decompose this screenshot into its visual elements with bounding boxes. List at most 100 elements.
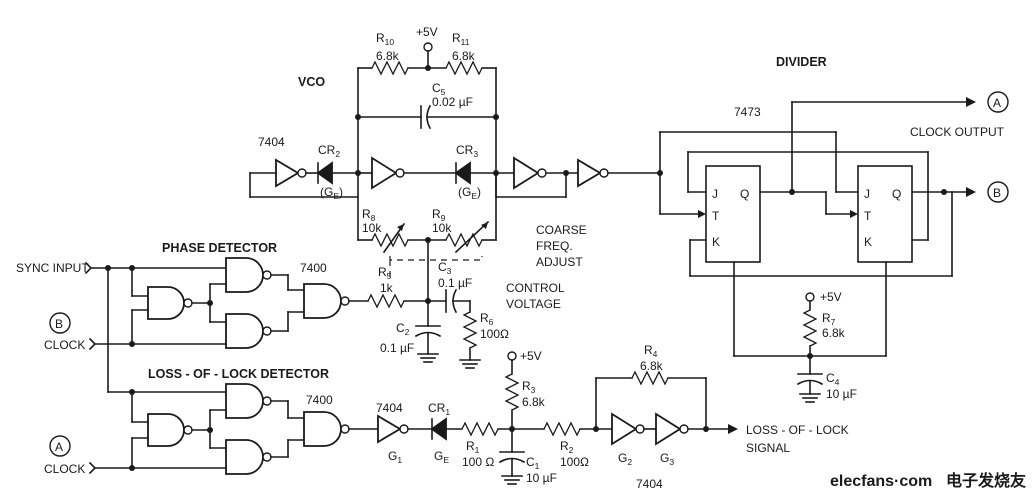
clock-output-label: CLOCK OUTPUT (910, 125, 1005, 139)
ff2-j-pin: J (864, 187, 870, 201)
ff1-j-pin: J (712, 187, 718, 201)
watermark-brand: elecfans·com (830, 473, 932, 490)
clock-a-terminal (88, 461, 97, 475)
r10-resistor (371, 60, 409, 76)
clock-b-label: CLOCK (44, 338, 85, 352)
gang-dashed-link (389, 256, 483, 261)
nand-bubble (183, 298, 193, 308)
lol-nand-gate-bottom (225, 439, 264, 475)
cr1-note: GE (434, 449, 449, 465)
pd-nand-gate-middle (147, 286, 185, 320)
coarse-label-1: COARSE (536, 223, 587, 237)
divider-section: DIVIDER 7473 J Q T K J Q T K (659, 55, 1009, 403)
lol-nand-gate-top (225, 383, 264, 419)
r7-label: R7 (822, 311, 836, 327)
r10-label: R10 (376, 31, 394, 47)
r5-value: 1k (380, 281, 394, 295)
pd-nand-gate-output (303, 283, 342, 319)
inverter-bubble (599, 168, 609, 178)
nand-bubble (262, 326, 272, 336)
nand-bubble (340, 296, 350, 306)
inverter-bubble (537, 168, 547, 178)
r6-resistor (462, 311, 478, 349)
g2-label: G2 (618, 451, 632, 467)
nand-bubble (183, 425, 193, 435)
connector-b-input (49, 312, 71, 334)
r3-resistor (504, 373, 520, 411)
c4-label: C4 (826, 371, 840, 387)
connector-b-output-label: B (993, 186, 1001, 200)
divider-7473-label: 7473 (734, 105, 761, 119)
phase-detector-section: PHASE DETECTOR 7400 SYNC INPUT (16, 239, 565, 369)
g3-inverter (655, 412, 682, 446)
lol-signal-label-2: SIGNAL (746, 441, 790, 455)
lol-nand-gate-middle (147, 413, 185, 447)
c2-value: 0.1 µF (380, 341, 414, 355)
r1-resistor (461, 421, 499, 437)
arrowhead (850, 210, 858, 218)
sync-input-label: SYNC INPUT (16, 261, 89, 275)
r2-value: 100Ω (560, 455, 589, 469)
watermark: elecfans·com 电子发烧友 (830, 471, 1027, 490)
r9-resistor (445, 232, 483, 248)
arrowhead (966, 187, 976, 197)
cr2-diode (316, 161, 333, 185)
r7-value: 6.8k (822, 326, 846, 340)
r11-resistor (445, 60, 483, 76)
vco-supply-label: +5V (416, 25, 438, 39)
cr2-note: (GE) (320, 185, 343, 201)
r9-label: R9 (432, 207, 446, 223)
g2-inverter (611, 412, 638, 446)
cr1-diode (430, 417, 447, 441)
lol-signal-label-1: LOSS - OF - LOCK (746, 423, 849, 437)
r6-value: 100Ω (480, 327, 509, 341)
ff2-t-pin: T (864, 209, 872, 223)
connector-b-output (987, 181, 1009, 203)
cr1-label: CR1 (428, 401, 450, 417)
ff1-q-pin: Q (740, 187, 749, 201)
r4-value: 6.8k (640, 359, 664, 373)
inverter-bubble (635, 424, 645, 434)
c1-value: 10 µF (526, 471, 557, 485)
r7-supply-label: +5V (820, 290, 842, 304)
nand-bubble (262, 396, 272, 406)
g1-inverter (377, 414, 402, 444)
r8-resistor (371, 232, 409, 248)
r4-resistor (631, 370, 669, 386)
inverter-bubble (679, 424, 689, 434)
ff2-k-pin: K (864, 235, 872, 249)
r5-resistor (367, 293, 405, 309)
connector-a-input-label: A (55, 440, 63, 454)
r8-arrow-head (397, 224, 404, 231)
r3-label: R3 (522, 379, 536, 395)
vco-supply-terminal (423, 42, 433, 52)
control-voltage-label-2: VOLTAGE (506, 297, 561, 311)
vco-section: VCO +5V R10 6.8k R11 6.8k C5 0.02 µF 740… (249, 25, 663, 282)
c4-value: 10 µF (826, 387, 857, 401)
vco-inverter-1 (275, 158, 300, 188)
r3-value: 6.8k (522, 395, 546, 409)
cr2-label: CR2 (318, 143, 340, 159)
nand-bubble (340, 424, 350, 434)
ff1-k-pin: K (712, 235, 720, 249)
flipflop-2 (857, 165, 913, 263)
c3-label: C3 (438, 260, 452, 276)
r7-resistor (802, 309, 818, 347)
inverter-bubble (395, 168, 405, 178)
inverter-bubble (297, 168, 307, 178)
arrowhead (698, 210, 706, 218)
vco-inverter-4 (577, 158, 602, 188)
vco-inverter-2 (371, 156, 398, 190)
coarse-label-3: ADJUST (536, 255, 583, 269)
c3-value: 0.1 µF (438, 276, 472, 290)
c5-label: C5 (432, 81, 446, 97)
r1-value: 100 Ω (462, 455, 494, 469)
watermark-cn: 电子发烧友 (946, 471, 1027, 490)
flipflop-1 (705, 165, 761, 263)
vco-inverter-3 (513, 156, 540, 190)
lol-7404-bottom-label: 7404 (636, 477, 663, 491)
r3-supply-label: +5V (520, 349, 542, 363)
g3-label: G3 (660, 451, 674, 467)
